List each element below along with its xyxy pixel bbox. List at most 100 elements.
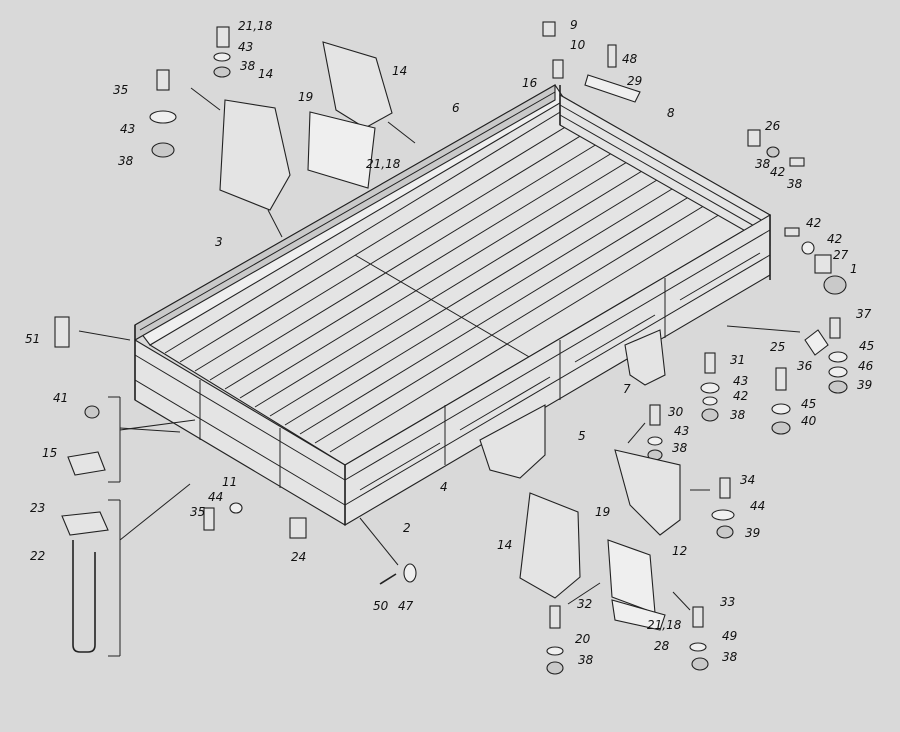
leader-lines — [78, 87, 801, 657]
washer-42-center — [702, 396, 718, 406]
callout-40: 41 — [53, 391, 68, 405]
mudguard-12 — [614, 449, 681, 536]
nut-38-bottom-left — [546, 661, 564, 675]
callout-8: 8 — [667, 106, 675, 120]
callout-37: 38 — [787, 177, 803, 191]
fitting-10 — [552, 59, 564, 79]
washer-44 — [229, 502, 243, 514]
callout-36: 37 — [856, 307, 872, 321]
nut-38-left — [151, 142, 175, 158]
callout-26: 26 — [765, 119, 781, 133]
callout-3: 3 — [215, 235, 223, 249]
callout-42-lower: 43 — [674, 424, 689, 438]
mudguard-14-top — [322, 41, 393, 129]
callout-39-center: 40 — [801, 414, 817, 428]
callout-14-left: 14 — [258, 67, 273, 81]
callout-12: 12 — [672, 544, 687, 558]
callout-41: 42 — [806, 216, 821, 230]
nut-38-right — [766, 146, 780, 158]
callout-2: 2 — [403, 521, 411, 535]
u-bolt-22 — [72, 540, 96, 653]
callout-42-right: 42 — [827, 232, 842, 246]
bolt-30-lower — [649, 404, 661, 426]
callout-43-lower: 44 — [750, 499, 765, 513]
bracket-26 — [747, 129, 761, 147]
callout-29: 28 — [654, 639, 670, 653]
callout-49: 49 — [722, 629, 737, 643]
callout-14-bottom: 14 — [497, 538, 512, 552]
callout-31: 31 — [730, 353, 745, 367]
callout-38-top: 38 — [240, 59, 256, 73]
callout-11: 11 — [222, 475, 237, 489]
callout-20: 20 — [575, 632, 591, 646]
callout-30-lower: 30 — [668, 405, 684, 419]
callout-33-lower: 34 — [740, 473, 755, 487]
callout-39-right: 39 — [857, 378, 872, 392]
washer-45-right — [828, 351, 848, 363]
callout-1: 1 — [850, 262, 858, 276]
buffer-1 — [823, 275, 847, 295]
callout-7: 7 — [623, 382, 631, 396]
callout-9: 9 — [570, 18, 578, 32]
callout-33-top: 35 — [113, 83, 128, 97]
bolt-32-right — [692, 606, 704, 628]
washer-43-top — [149, 110, 177, 124]
callout-43-top: 43 — [120, 122, 135, 136]
strip-28 — [584, 74, 641, 103]
mudguard-under-body-front — [624, 329, 666, 386]
callout-23: 23 — [30, 501, 45, 515]
callout-32-right: 33 — [720, 595, 735, 609]
plate-23 — [61, 511, 109, 536]
nut-38-lower-right — [716, 525, 734, 539]
callout-15: 15 — [42, 446, 57, 460]
bolt-34 — [203, 507, 215, 531]
callout-19-top: 19 — [298, 90, 313, 104]
callout-50: 50 — [373, 599, 389, 613]
bolt-31 — [704, 352, 716, 374]
bumper-27 — [814, 254, 832, 274]
bracket-29 — [611, 599, 666, 631]
mudguard-14-left — [219, 99, 291, 211]
callout-38-right: 38 — [755, 157, 771, 171]
callout-35: 36 — [797, 359, 813, 373]
mud-flap-21-18-top — [307, 111, 376, 189]
callout-46: 46 — [858, 359, 874, 373]
bolt-33-top — [156, 69, 170, 91]
callout-21-18-top: 21,18 — [366, 157, 401, 171]
callout-34: 35 — [190, 505, 205, 519]
nut-40 — [84, 405, 100, 419]
callout-38-left: 38 — [118, 154, 134, 168]
bolt-35 — [775, 367, 787, 391]
nut-39-right — [828, 380, 848, 394]
callout-32-left: 32 — [577, 597, 592, 611]
nut-38-center — [701, 408, 719, 422]
washer-43-lower — [711, 509, 735, 521]
callout-28: 29 — [627, 74, 642, 88]
mudguard-14-bottom — [519, 492, 581, 599]
callout-10: 10 — [570, 38, 586, 52]
callout-5: 5 — [578, 429, 586, 443]
nut-38-top — [213, 66, 231, 78]
callout-38-bottom-right: 38 — [722, 650, 738, 664]
washer-42-lower — [647, 436, 663, 446]
mudguard-under-body — [479, 404, 546, 479]
pin-50 — [379, 573, 397, 585]
callout-27: 27 — [833, 248, 849, 262]
callout-22: 22 — [30, 549, 45, 563]
washer-20 — [546, 646, 564, 656]
bolt-51 — [54, 316, 70, 348]
callout-47: 47 — [398, 599, 414, 613]
washer-43-center — [700, 382, 720, 394]
callout-48: 48 — [622, 52, 638, 66]
bolt-36 — [829, 317, 841, 339]
fitting-9 — [542, 21, 556, 37]
washer-45-center — [771, 403, 791, 415]
callout-6: 6 — [452, 101, 460, 115]
part-callouts: 21,18 43 38 35 14 43 38 14 19 6 21,18 3 … — [25, 18, 874, 667]
callout-38-center: 38 — [730, 408, 746, 422]
bolt-32-left — [549, 605, 561, 629]
washer-49 — [689, 642, 707, 652]
callout-4: 4 — [440, 480, 448, 494]
callout-51: 51 — [25, 332, 40, 346]
